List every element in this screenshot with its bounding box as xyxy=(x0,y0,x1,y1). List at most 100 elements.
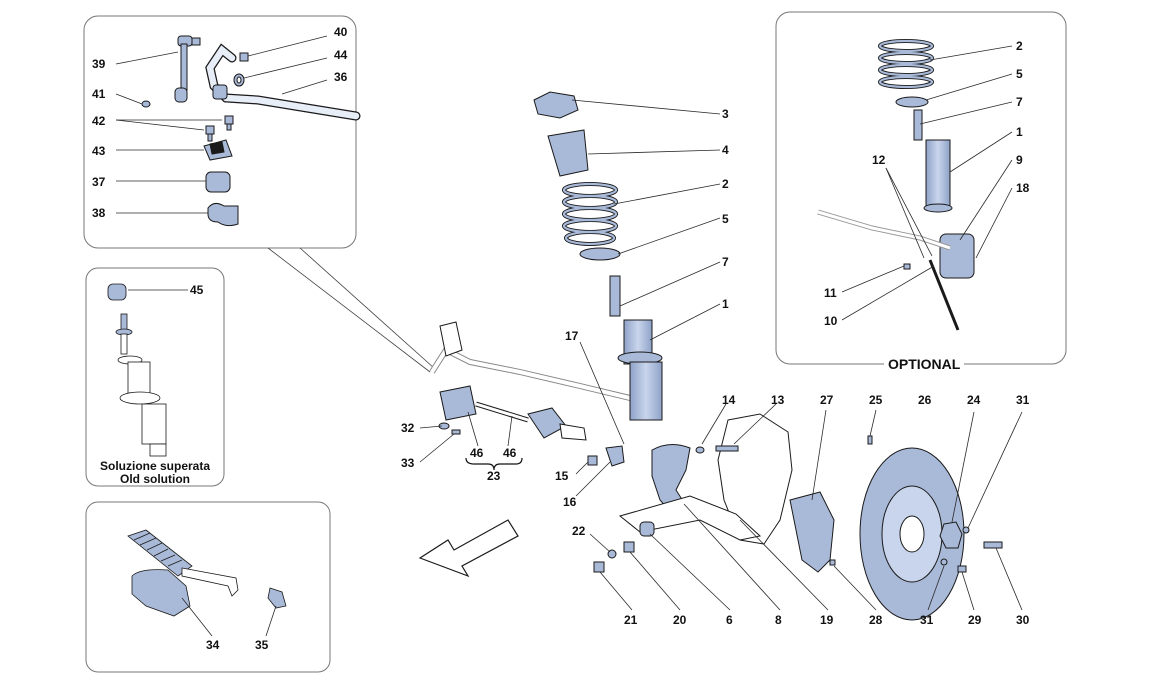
old-solution-label-en: Old solution xyxy=(120,472,190,486)
callout-13: 13 xyxy=(771,393,785,407)
callout-42: 42 xyxy=(92,114,106,128)
brake-shield-27-part xyxy=(789,491,835,573)
callout-14: 14 xyxy=(722,393,736,407)
screw-28-part xyxy=(829,559,836,566)
callout-22: 22 xyxy=(572,524,586,538)
callout-15: 15 xyxy=(555,469,569,483)
washer-41-part xyxy=(141,100,151,108)
washer-14-part xyxy=(695,446,705,454)
screw-29-part xyxy=(957,565,967,573)
callout-25: 25 xyxy=(869,393,883,407)
callout-45: 45 xyxy=(190,283,204,297)
callout-20: 20 xyxy=(673,613,687,627)
inset-pointer-lines xyxy=(267,247,435,373)
callout-19: 19 xyxy=(820,613,834,627)
callout-optional-18: 18 xyxy=(1016,181,1030,195)
callout-29: 29 xyxy=(968,613,982,627)
optional-damper-body-part xyxy=(925,139,951,211)
callout-41: 41 xyxy=(92,87,106,101)
screw-42-part xyxy=(205,115,234,142)
callout-46-left: 46 xyxy=(470,446,484,460)
callout-44: 44 xyxy=(334,48,348,62)
bushing-37-part xyxy=(205,171,231,193)
bushing-6-part xyxy=(639,521,655,537)
nut-15-part xyxy=(587,455,598,466)
callout-2: 2 xyxy=(722,177,729,191)
steering-inset-frame xyxy=(85,501,331,673)
main-suspension-parts xyxy=(429,91,1003,621)
callout-optional-10: 10 xyxy=(824,314,838,328)
stabilizer-link-part xyxy=(174,35,201,103)
callout-7: 7 xyxy=(722,255,729,269)
clip-35-part xyxy=(267,587,287,609)
tie-rod-end-part xyxy=(181,567,239,597)
bolt-13-part xyxy=(715,445,739,452)
callout-36: 36 xyxy=(334,70,348,84)
callout-optional-5: 5 xyxy=(1016,67,1023,81)
callout-27: 27 xyxy=(820,393,834,407)
optional-damper-parts xyxy=(817,39,975,331)
callout-33: 33 xyxy=(401,456,415,470)
heat-shield-34-part xyxy=(131,569,191,617)
callout-34: 34 xyxy=(206,638,220,652)
leader-lines xyxy=(115,35,1023,637)
optional-spring-seat-part xyxy=(895,96,929,108)
callout-optional-9: 9 xyxy=(1016,153,1023,167)
old-solution-damper xyxy=(107,283,167,457)
stabilizer-inset-parts xyxy=(141,35,361,227)
callout-23: 23 xyxy=(487,469,501,483)
forward-direction-arrow xyxy=(418,519,519,578)
callout-26: 26 xyxy=(918,393,932,407)
nut-20-part xyxy=(623,541,635,553)
callout-3: 3 xyxy=(722,107,729,121)
callout-24: 24 xyxy=(967,393,981,407)
callout-17: 17 xyxy=(565,329,579,343)
callout-16: 16 xyxy=(563,495,577,509)
callout-6: 6 xyxy=(726,613,733,627)
optional-sensor-rod-part xyxy=(928,259,960,331)
callout-30: 30 xyxy=(1016,613,1030,627)
screw-33-part xyxy=(451,429,461,435)
callout-21: 21 xyxy=(624,613,638,627)
callout-5: 5 xyxy=(722,212,729,226)
callout-37: 37 xyxy=(92,175,106,189)
callout-38: 38 xyxy=(92,206,106,220)
bump-stop-45-part xyxy=(107,283,127,301)
callout-40: 40 xyxy=(334,25,348,39)
callout-39: 39 xyxy=(92,57,106,71)
callout-46-right: 46 xyxy=(503,446,517,460)
bracket-38-part xyxy=(207,202,239,227)
steering-boot-part xyxy=(127,529,193,577)
callout-optional-1: 1 xyxy=(1016,125,1023,139)
old-solution-label-it: Soluzione superata xyxy=(99,459,211,473)
washer-31-part xyxy=(962,526,970,534)
dust-boot-4-part xyxy=(547,129,589,177)
stabilizer-inset-frame xyxy=(83,15,357,249)
nut-40-part xyxy=(239,52,249,62)
callout-31-bottom: 31 xyxy=(920,613,934,627)
damper-rod-7-part xyxy=(609,275,621,317)
nut-21-part xyxy=(593,561,605,573)
old-solution-frame xyxy=(85,267,225,487)
bracket-16-part xyxy=(605,445,625,467)
callout-31-top: 31 xyxy=(1016,393,1030,407)
callout-8: 8 xyxy=(775,613,782,627)
brace-23 xyxy=(465,457,523,471)
optional-label: OPTIONAL xyxy=(884,356,965,372)
old-solution-caption: Soluzione superata Old solution xyxy=(86,460,224,486)
steering-inset-parts xyxy=(127,529,287,617)
spring-seat-5-part xyxy=(579,247,621,261)
callout-4: 4 xyxy=(722,143,729,157)
callout-28: 28 xyxy=(869,613,883,627)
callout-32: 32 xyxy=(401,421,415,435)
top-mount-3-part xyxy=(533,91,579,119)
drive-shaft-part xyxy=(439,385,587,441)
callout-optional-7: 7 xyxy=(1016,95,1023,109)
callout-1: 1 xyxy=(722,297,729,311)
stud-30-part xyxy=(983,541,1003,549)
screw-25-part xyxy=(867,435,873,445)
callout-35: 35 xyxy=(255,638,269,652)
hub-nut-24-part xyxy=(939,521,963,549)
